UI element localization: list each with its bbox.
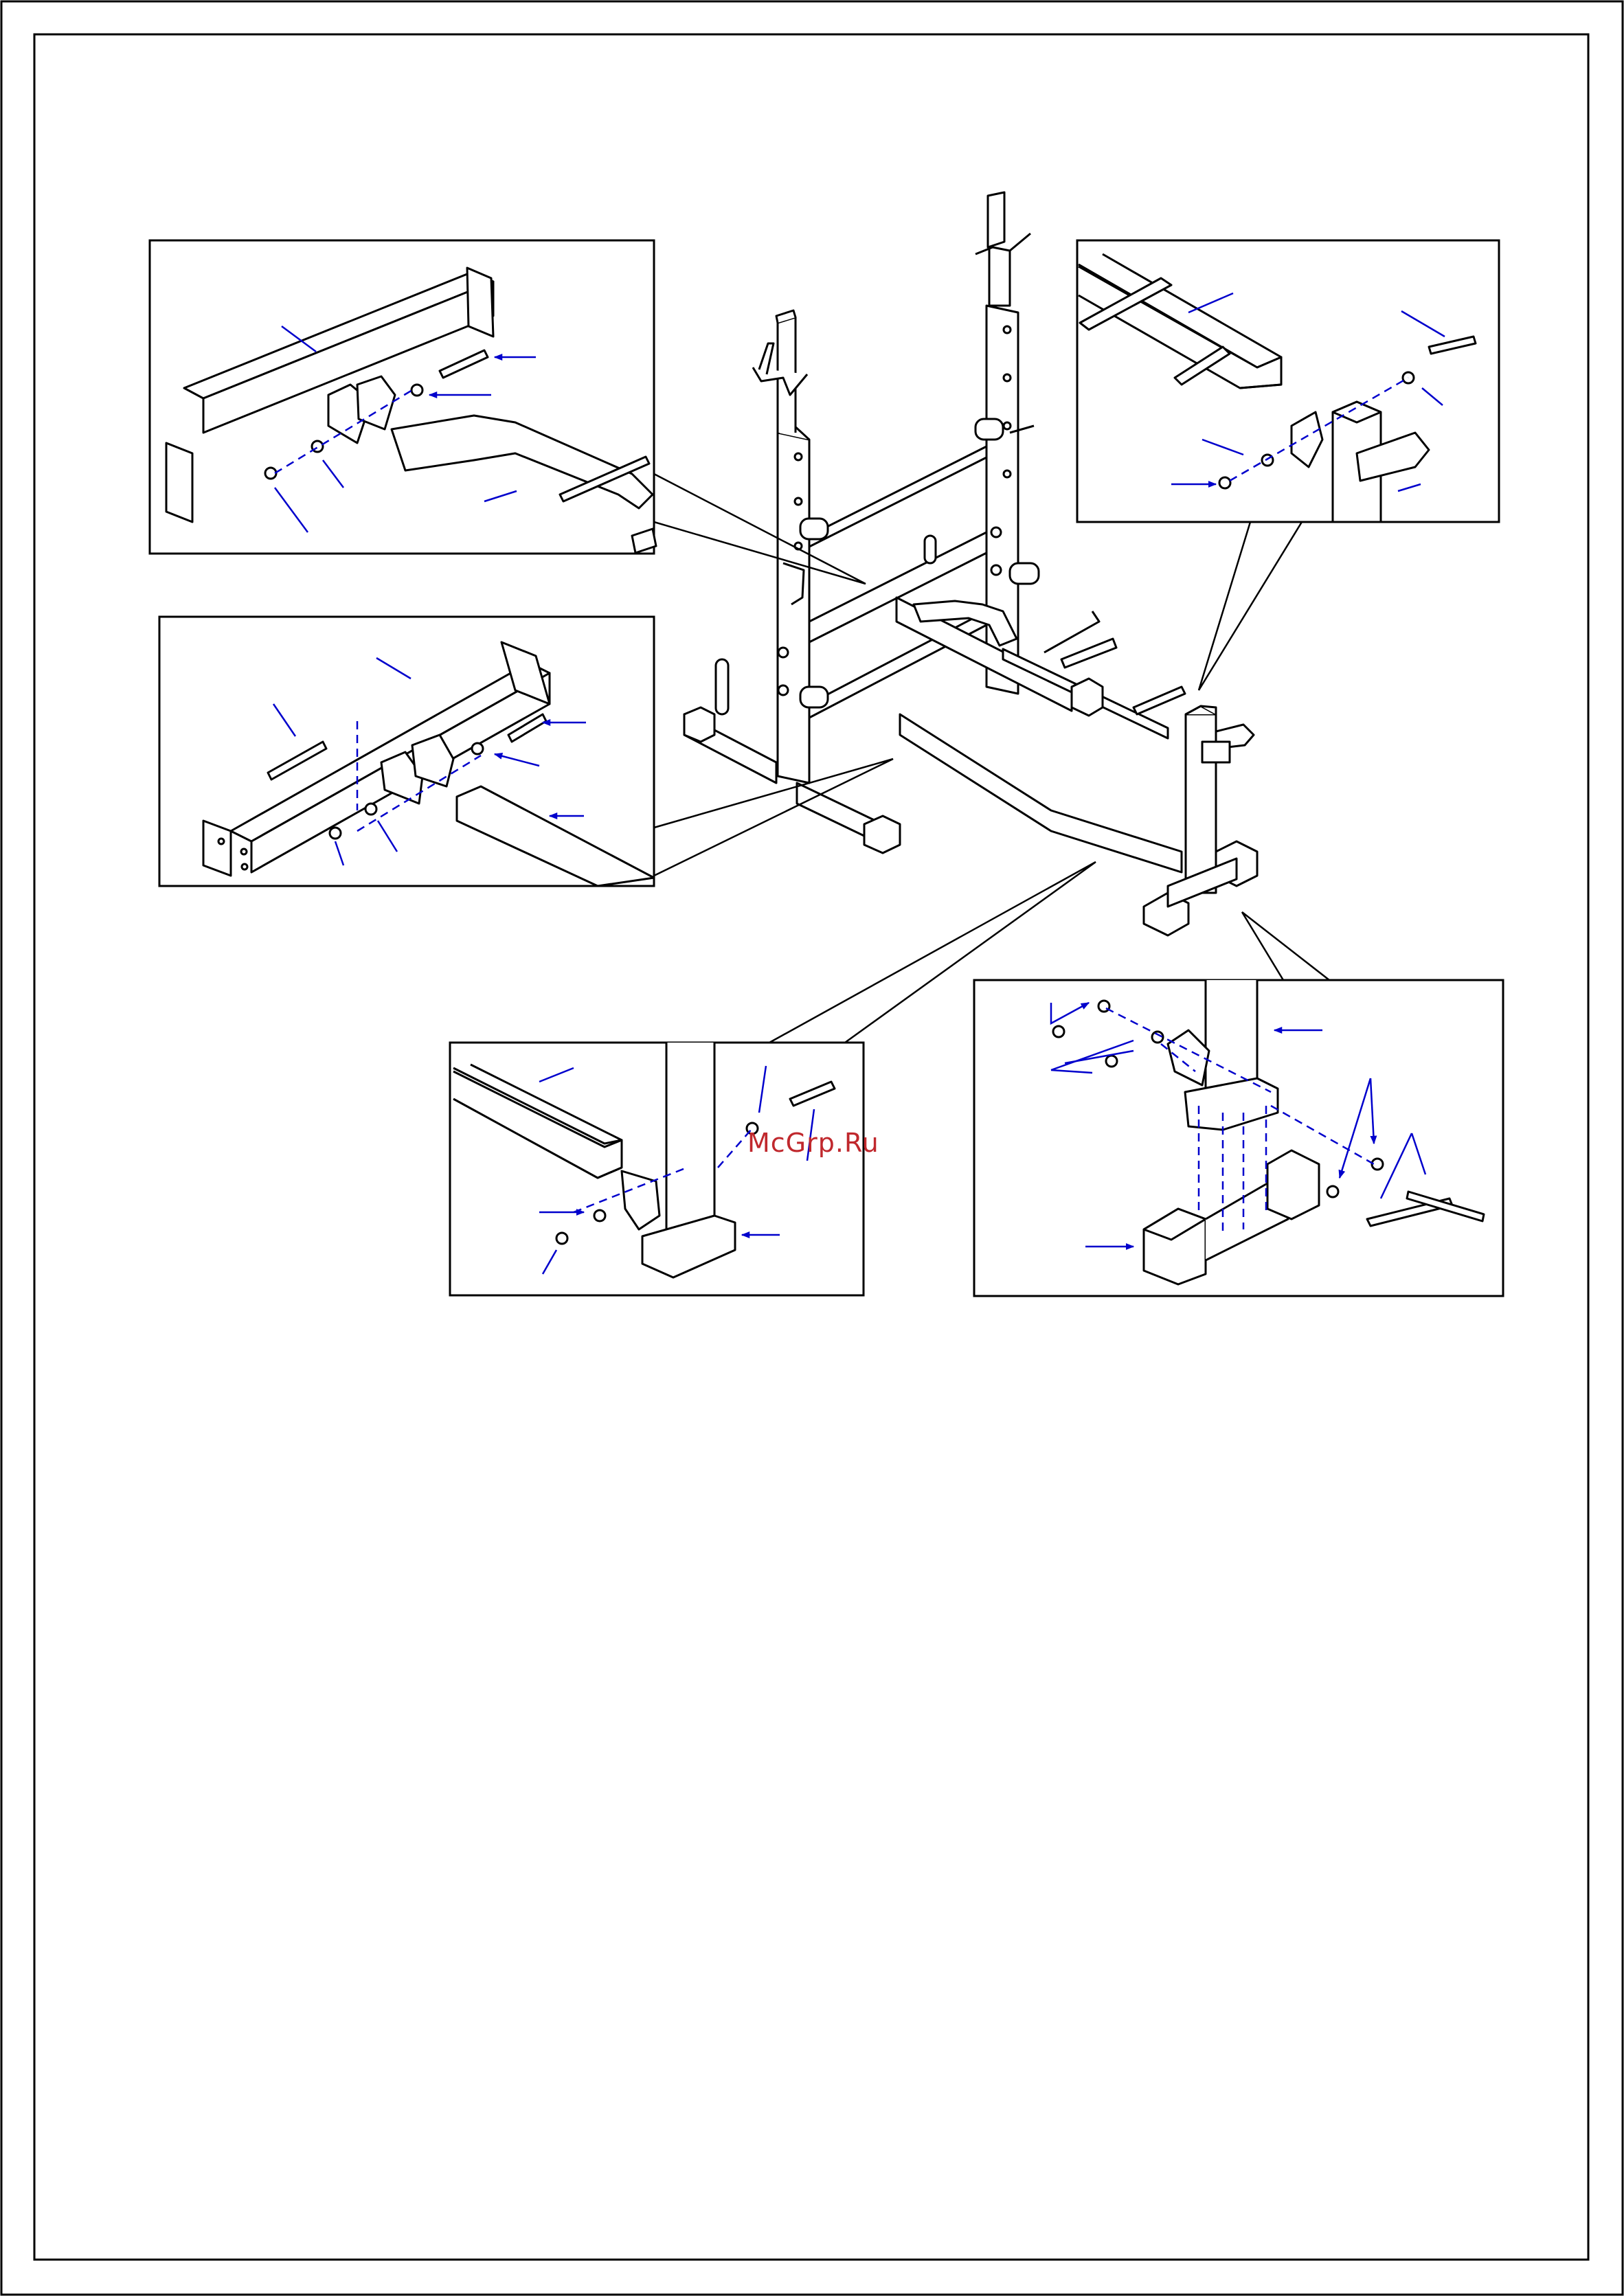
detail-middle-left [159, 617, 654, 886]
watermark: McGrp.Ru [747, 1128, 879, 1158]
detail-top-right [1077, 240, 1499, 522]
leader-bottom-right [1242, 912, 1329, 980]
leader-top-right [1199, 522, 1302, 690]
detail-bottom-center [450, 1043, 864, 1295]
detail-bottom-right [974, 980, 1503, 1296]
detail-top-left [150, 240, 656, 554]
